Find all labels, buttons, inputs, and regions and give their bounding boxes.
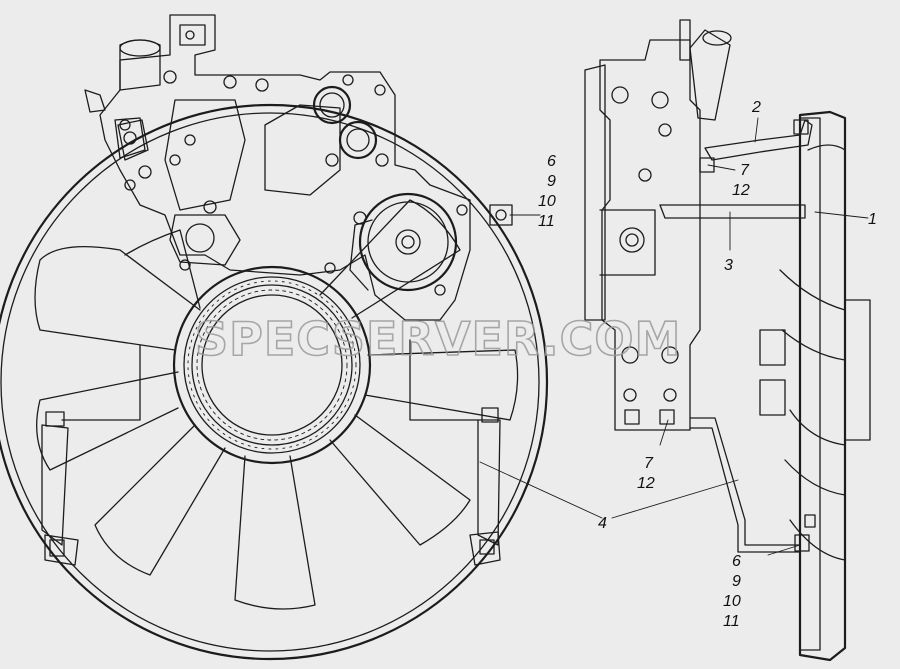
- watermark: SPECSERVER.COM: [195, 312, 681, 366]
- callout-4: 4: [598, 515, 607, 532]
- callout-7-upper: 7: [740, 162, 750, 179]
- callout-12-lower: 12: [637, 475, 655, 492]
- callout-2: 2: [751, 99, 761, 116]
- leader-lines: [479, 117, 869, 556]
- callout-11-upper: 11: [538, 213, 555, 230]
- fan-shroud-ring: [0, 103, 549, 661]
- callout-labels: 6 9 10 11 2 7 12 1 3 4 7 12 6 9 10 11: [538, 99, 877, 630]
- o-rings: [312, 74, 389, 167]
- callout-10-upper: 10: [538, 193, 556, 210]
- callout-6-upper: 6: [547, 153, 556, 170]
- callout-7-lower: 7: [644, 455, 654, 472]
- callout-1: 1: [868, 211, 877, 228]
- callout-11-lower: 11: [723, 613, 740, 630]
- callout-10-lower: 10: [723, 593, 741, 610]
- brackets: [41, 119, 513, 566]
- callout-12-upper: 12: [732, 182, 750, 199]
- fan-blades: [34, 199, 519, 610]
- front-view: [0, 14, 549, 661]
- callout-3: 3: [724, 257, 733, 274]
- side-view: [584, 19, 871, 662]
- callout-9-lower: 9: [732, 573, 741, 590]
- callout-6-lower: 6: [732, 553, 741, 570]
- fan-hub: [172, 265, 372, 465]
- water-pump: [324, 192, 468, 296]
- callout-9-upper: 9: [547, 173, 556, 190]
- engine-housing: [84, 14, 471, 321]
